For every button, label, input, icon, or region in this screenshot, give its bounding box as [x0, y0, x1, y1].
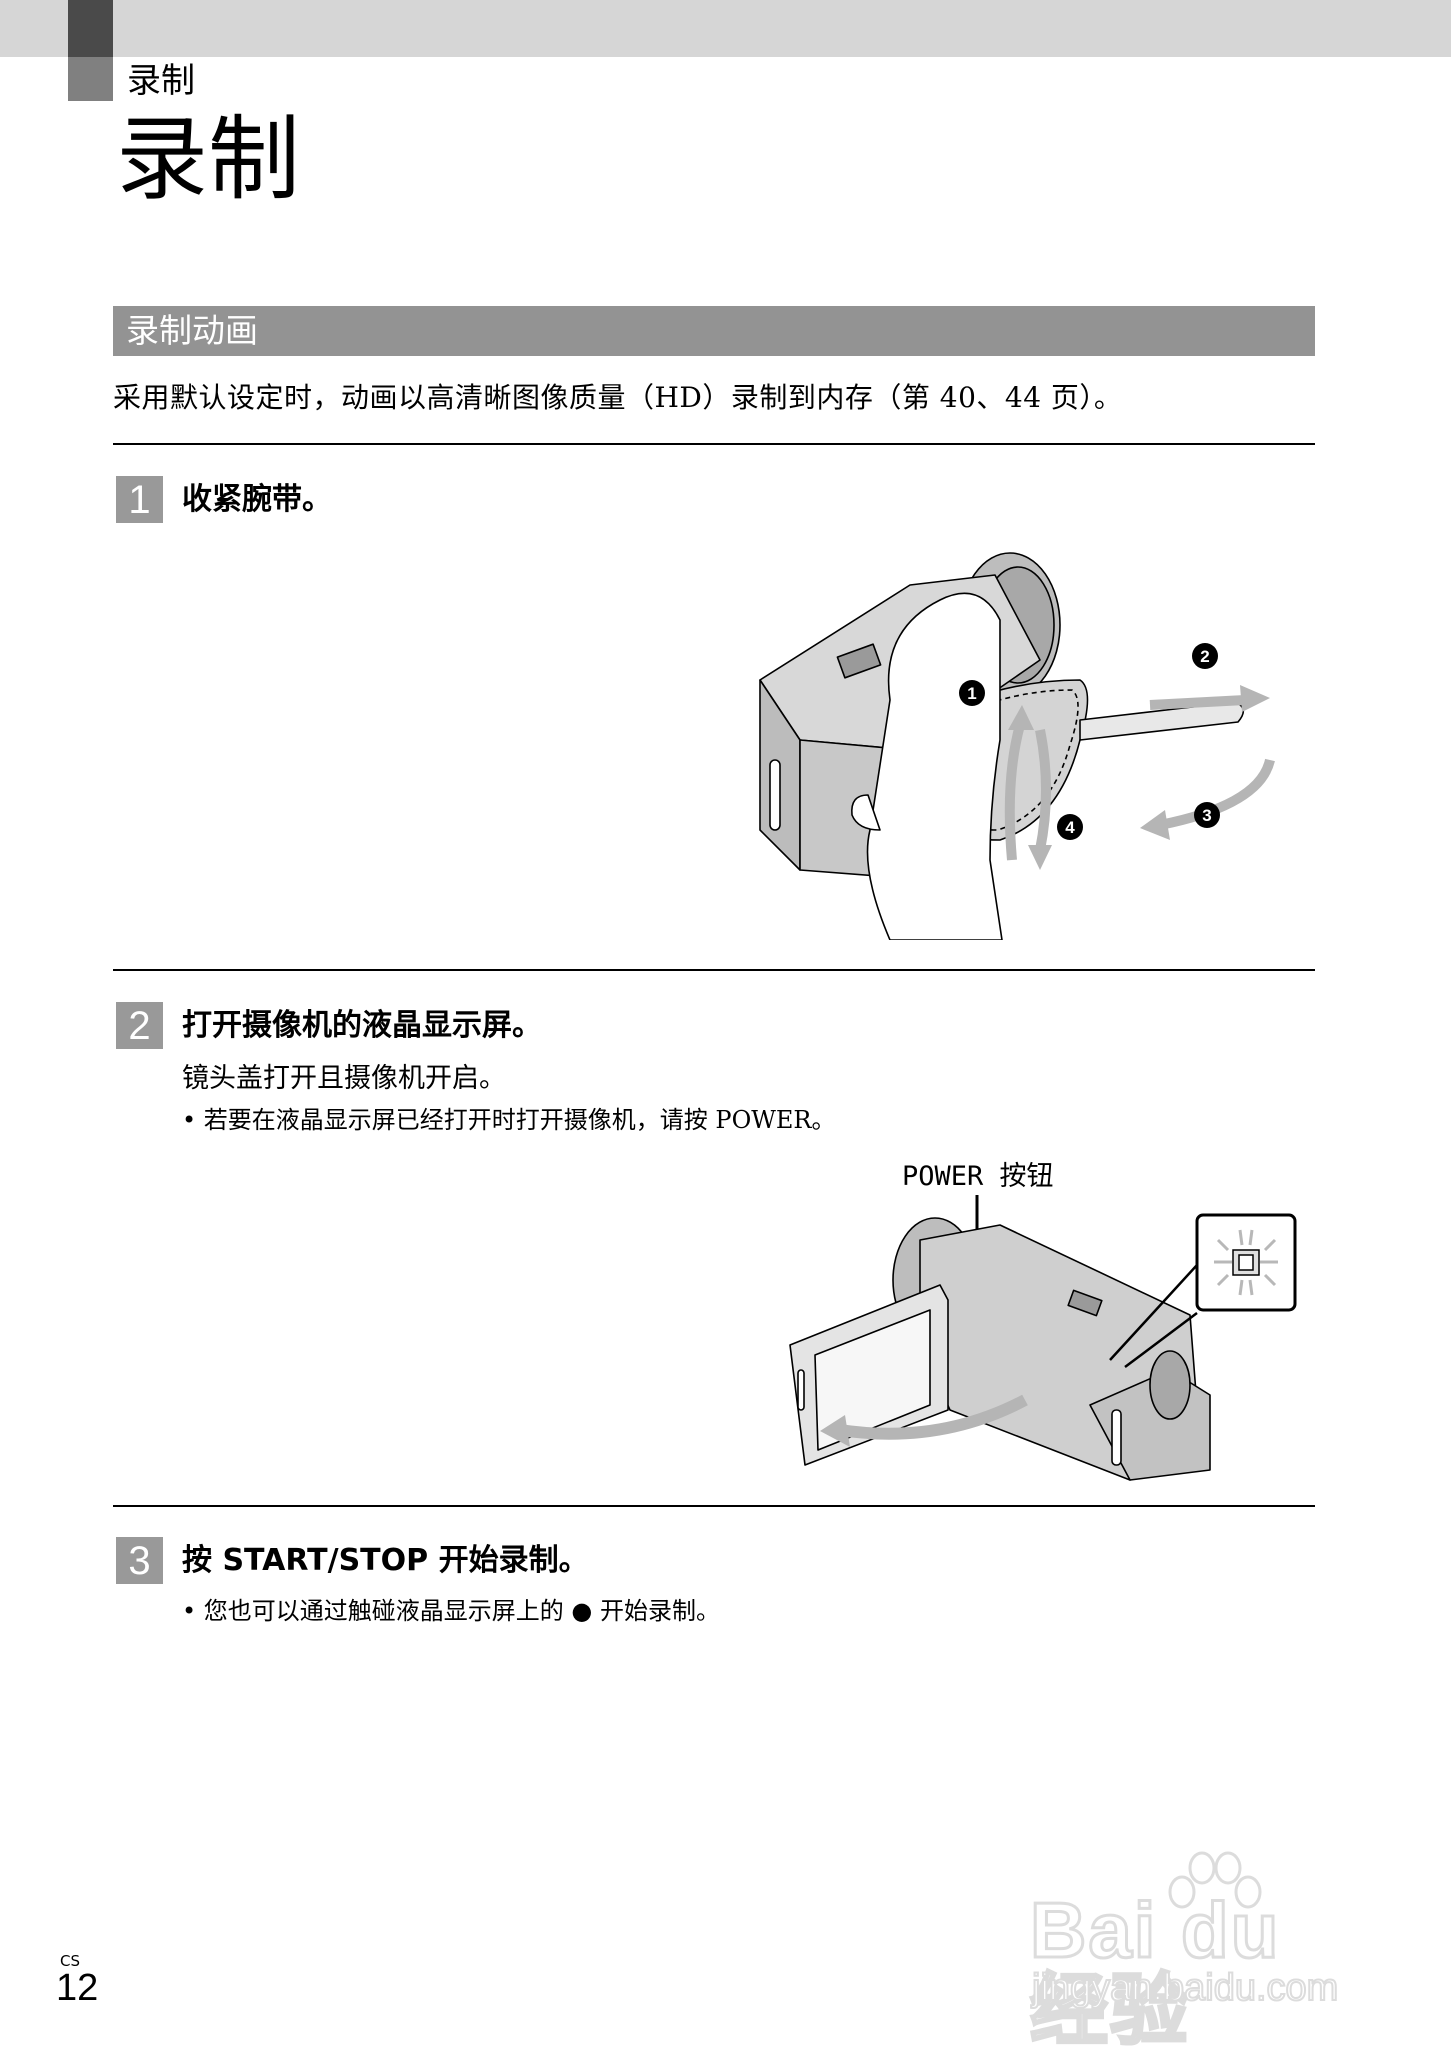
chapter-tab-dark: [68, 0, 113, 57]
power-button-label: POWER 按钮: [902, 1161, 1054, 1192]
lcd-open-illustration: [789, 1195, 1297, 1481]
header-band: [0, 0, 1451, 57]
page-title: 录制: [116, 106, 301, 213]
language-code: CS: [60, 1952, 80, 1970]
callout-4: 4: [1065, 818, 1075, 837]
callout-numbers: 1 2 3 4: [959, 643, 1220, 840]
divider: [113, 1505, 1315, 1507]
callout-1: 1: [967, 684, 976, 703]
step-body: 镜头盖打开且摄像机开启。: [182, 1063, 506, 1094]
step-badge: 1: [116, 476, 163, 523]
movie-mode-lamp-icon: [1214, 1229, 1278, 1296]
step-note: • 您也可以通过触碰液晶显示屏上的 ● 开始录制。: [182, 1597, 720, 1625]
section-bar: [113, 306, 1315, 356]
chapter-tab-light: [68, 57, 113, 101]
baidu-watermark: Bai du 经验 jingyan.baidu.com: [1029, 1850, 1370, 2052]
step-badge: 2: [116, 1002, 163, 1049]
watermark-brand: Bai du 经验: [1029, 1886, 1281, 2054]
page-number: 12: [56, 1967, 99, 2009]
bullet: •: [182, 1106, 204, 1134]
breadcrumb: 录制: [127, 61, 195, 101]
section-title: 录制动画: [126, 311, 258, 350]
step-title: 按 START/STOP 开始录制。: [182, 1543, 589, 1578]
watermark-url: jingyan.baidu.com: [1031, 1967, 1339, 2009]
callout-3: 3: [1202, 806, 1211, 825]
divider: [113, 443, 1315, 445]
paw-icon: [1168, 1851, 1262, 1909]
callout-2: 2: [1200, 647, 1209, 666]
divider: [113, 969, 1315, 971]
step-title: 收紧腕带。: [182, 482, 332, 517]
bullet: •: [182, 1597, 204, 1625]
step-note: • 若要在液晶显示屏已经打开时打开摄像机，请按 POWER。: [182, 1106, 836, 1134]
wrist-strap-illustration: 1 2 3 4: [759, 552, 1275, 940]
step-badge: 3: [116, 1537, 163, 1584]
step-title: 打开摄像机的液晶显示屏。: [182, 1008, 542, 1043]
section-intro: 采用默认设定时，动画以高清晰图像质量（HD）录制到内存（第 40、44 页）。: [113, 381, 1123, 414]
